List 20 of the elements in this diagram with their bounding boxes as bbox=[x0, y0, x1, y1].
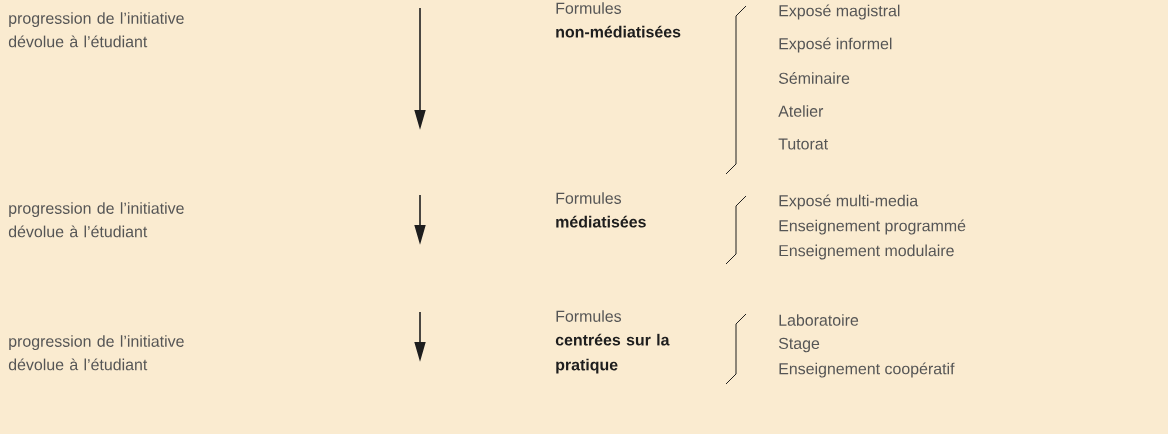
list-item: Laboratoire bbox=[779, 314, 859, 326]
list-item: Atelier bbox=[778, 105, 824, 117]
list-item: Exposé magistral bbox=[779, 4, 900, 20]
annotation-text: progression de l’initiative dévolue à l’étudiant bbox=[8, 12, 184, 48]
list-item: Tutorat bbox=[778, 138, 828, 150]
category-label: Formules bbox=[556, 192, 622, 204]
list-item: Enseignement modulaire bbox=[779, 244, 954, 260]
list-item: Enseignement programmé bbox=[779, 219, 966, 235]
category-label: Formules bbox=[556, 2, 622, 14]
list-item: Stage bbox=[778, 337, 820, 353]
annotation-text: progression de l’initiative dévolue à l’étudiant bbox=[8, 335, 184, 371]
list-item: Séminaire bbox=[778, 72, 850, 84]
category-label: Formules bbox=[556, 310, 622, 322]
list-item: Exposé multi-media bbox=[779, 194, 919, 210]
category-name: non-médiatisées bbox=[556, 25, 681, 38]
annotation-text: progression de l’initiative dévolue à l’étudiant bbox=[8, 202, 184, 238]
category-name: centrées sur la pratique bbox=[555, 333, 670, 374]
list-item: Exposé informel bbox=[779, 37, 892, 53]
category-name: médiatisées bbox=[556, 215, 646, 228]
list-item: Enseignement coopératif bbox=[779, 362, 955, 378]
